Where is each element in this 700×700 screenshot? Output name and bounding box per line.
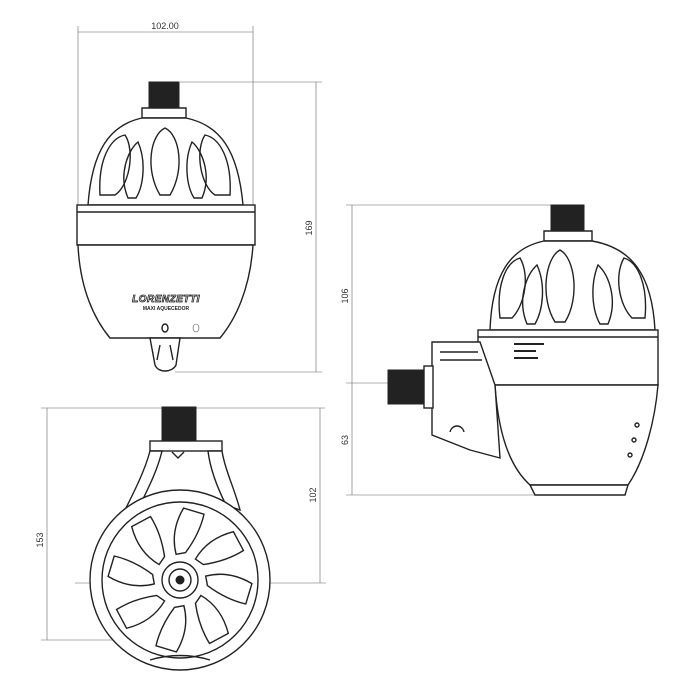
dome xyxy=(87,117,244,206)
dim-label-front-height: 169 xyxy=(304,220,314,235)
model-label: MAXI AQUECEDOR xyxy=(143,306,190,312)
vent-spoke xyxy=(115,594,166,630)
wall-bracket xyxy=(431,341,501,459)
vent-spoke xyxy=(173,507,205,556)
brand-logo: LORENZETTI xyxy=(132,294,200,305)
dim-label-side-upper: 106 xyxy=(340,288,350,303)
dim-label-bottom-total: 153 xyxy=(35,532,45,547)
outlet-nozzle xyxy=(149,337,181,372)
vent-spokes xyxy=(107,507,253,653)
bottom-view: 153 102 xyxy=(35,406,326,671)
dim-label-bottom-partial: 102 xyxy=(308,487,318,502)
vent-spoke xyxy=(194,594,230,645)
dim-label-front-width: 102.00 xyxy=(151,21,179,31)
vent-spoke xyxy=(204,573,253,605)
vent-spoke xyxy=(155,604,187,653)
vent-spoke xyxy=(107,555,156,587)
vent-spoke xyxy=(130,515,166,566)
band-side xyxy=(477,329,659,386)
vent-spoke xyxy=(194,530,245,566)
lower-body xyxy=(77,244,254,339)
inlet-thread xyxy=(387,369,425,405)
label-plate xyxy=(514,343,544,359)
band xyxy=(76,204,256,246)
lower-body-side xyxy=(494,384,659,486)
dim-label-side-lower: 63 xyxy=(340,435,350,445)
thread-nozzle-bottom xyxy=(161,406,197,442)
side-view: 106 63 xyxy=(340,204,659,496)
front-view: 102.00 169 LORENZETTI MAXI AQUECEDOR xyxy=(76,21,322,373)
thread-nozzle-side xyxy=(550,204,585,232)
thread-nozzle xyxy=(148,81,180,109)
